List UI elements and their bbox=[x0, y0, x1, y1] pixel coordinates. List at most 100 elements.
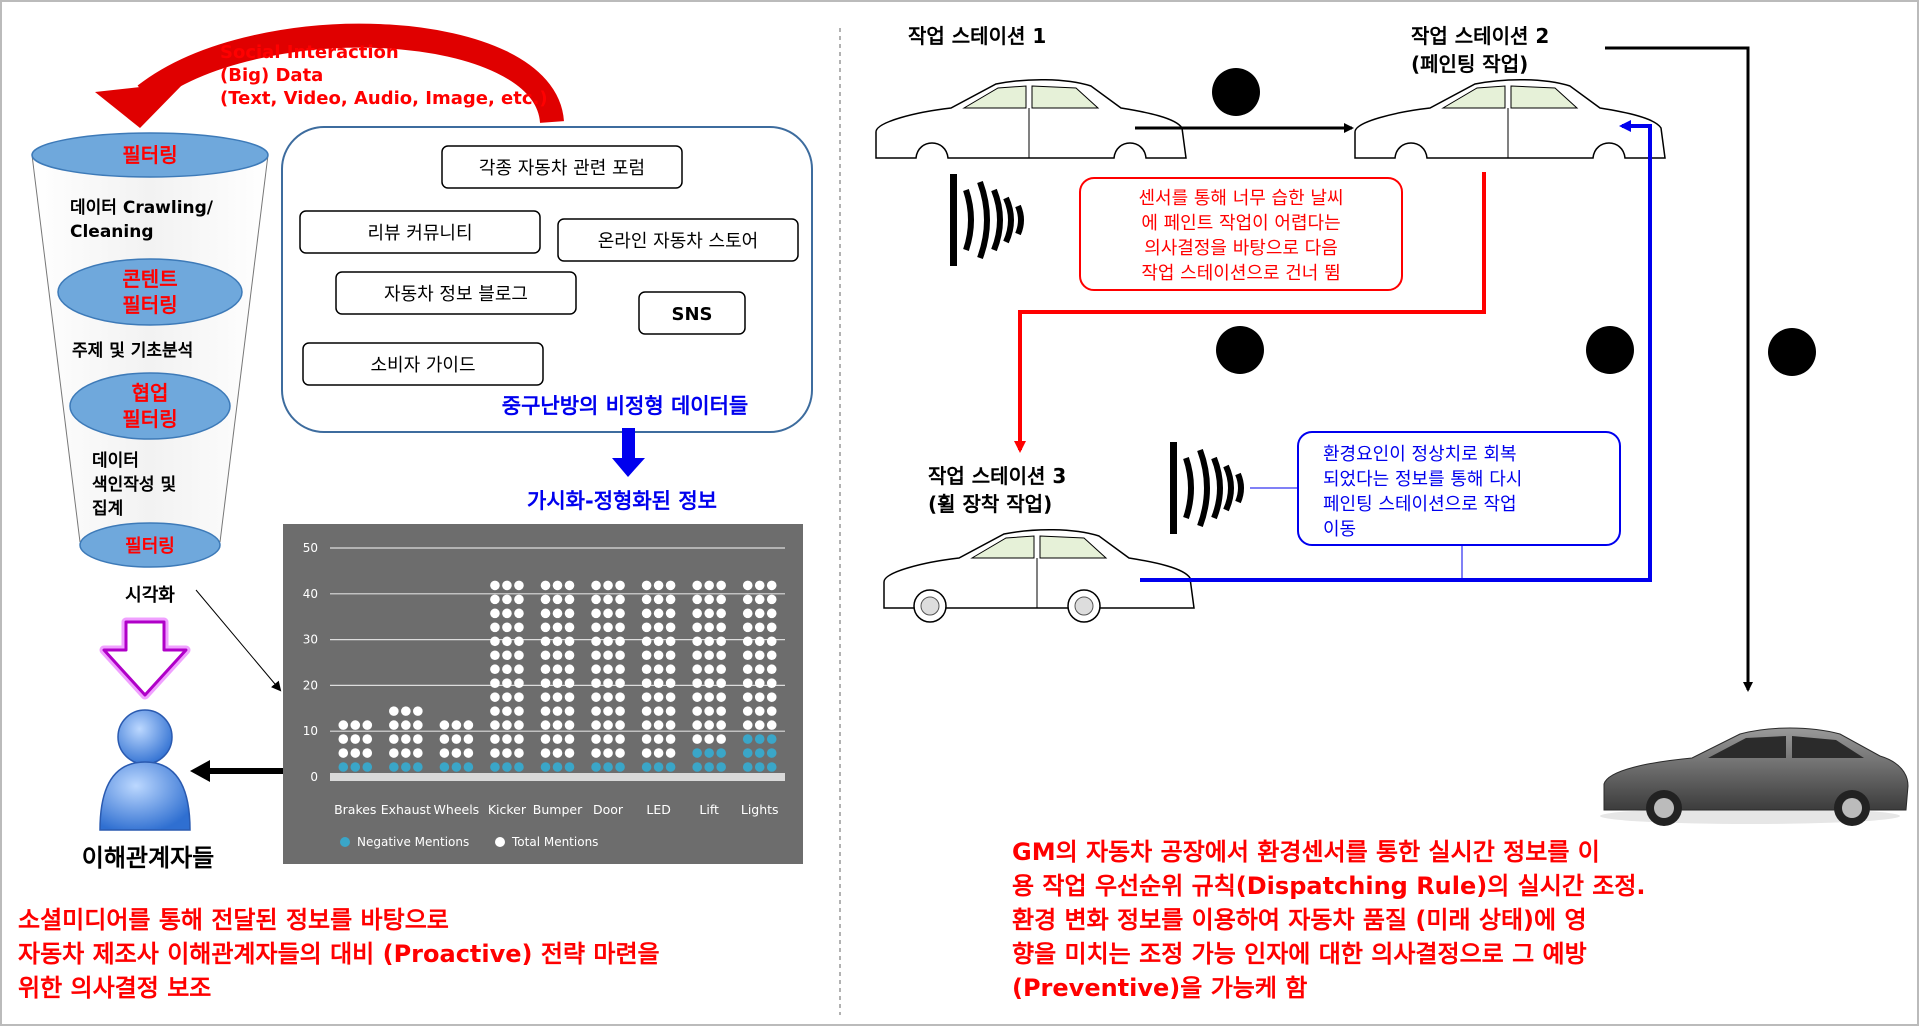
chart-dot-total bbox=[641, 650, 652, 661]
chart-dot-total bbox=[692, 706, 702, 716]
chart-dot-total bbox=[716, 706, 726, 716]
chart-dot-negative bbox=[754, 762, 765, 772]
chart-dot-total bbox=[641, 664, 652, 675]
chart-dot-total bbox=[350, 748, 361, 758]
funnel-stage-filtering-1 bbox=[31, 132, 269, 178]
source-blog-box bbox=[335, 271, 577, 315]
blue-down-arrow-shaft bbox=[622, 428, 635, 462]
chart-dot-total bbox=[615, 608, 625, 619]
chart-dot-total bbox=[502, 748, 512, 758]
chart-dot-total bbox=[514, 664, 524, 675]
visualize-connector bbox=[195, 589, 282, 692]
chart-dot-total bbox=[742, 692, 753, 702]
chart-dot-total bbox=[754, 622, 765, 633]
chart-dot-total bbox=[665, 636, 676, 647]
chart-dot-negative bbox=[704, 762, 714, 772]
chart-dot-total bbox=[704, 650, 714, 661]
chart-dot-total bbox=[591, 706, 601, 716]
chart-dot-total bbox=[502, 580, 512, 591]
chart-dot-total bbox=[615, 734, 625, 744]
chart-dot-total bbox=[742, 580, 753, 591]
flow-marker-dot-1 bbox=[1212, 68, 1260, 116]
funnel-edge-left bbox=[31, 154, 81, 543]
car-outline-station3 bbox=[883, 529, 1195, 623]
chart-dot-total bbox=[564, 748, 575, 758]
station1-label: 작업 스테이션 1 bbox=[908, 24, 1046, 48]
chart-dot-total bbox=[591, 594, 601, 605]
chart-dot-total bbox=[564, 594, 575, 605]
funnel-step2: 주제 및 기초분석 bbox=[72, 341, 193, 361]
flow-arrow-2-to-final bbox=[1605, 46, 1753, 692]
chart-to-stakeholder-arrowhead bbox=[190, 760, 210, 782]
chart-dot-total bbox=[692, 580, 702, 591]
chart-x-tick-label: Bumper bbox=[533, 802, 583, 817]
funnel-step3-line2: 색인작성 및 bbox=[92, 475, 176, 495]
chart-dot-total bbox=[665, 678, 676, 688]
sensor-note-red-box bbox=[1079, 177, 1403, 291]
chart-dot-total bbox=[591, 650, 601, 661]
chart-x-tick-label: Exhaust bbox=[381, 802, 431, 817]
chart-dot-total bbox=[490, 734, 500, 744]
funnel-stage3-line2: 필터링 bbox=[122, 407, 177, 431]
chart-dot-total bbox=[653, 664, 664, 675]
chart-dot-total bbox=[754, 650, 765, 661]
chart-dot-total bbox=[552, 692, 563, 702]
chart-dot-total bbox=[514, 734, 524, 744]
chart-x-tick-label: Lift bbox=[699, 802, 719, 817]
chart-dot-total bbox=[490, 692, 500, 702]
chart-dot-total bbox=[514, 720, 524, 730]
chart-dot-total bbox=[692, 720, 702, 730]
chart-dot-total bbox=[665, 748, 676, 758]
chart-dot-total bbox=[742, 720, 753, 730]
chart-dot-total bbox=[540, 748, 551, 758]
chart-dot-negative bbox=[413, 762, 423, 772]
chart-dot-total bbox=[704, 692, 714, 702]
chart-dot-total bbox=[603, 594, 613, 605]
chart-dot-total bbox=[552, 664, 563, 675]
blue-down-arrowhead bbox=[612, 458, 645, 477]
chart-dot-negative bbox=[490, 762, 500, 772]
chart-dot-total bbox=[665, 594, 676, 605]
chart-dot-total bbox=[615, 706, 625, 716]
chart-legend: Negative Mentions Total Mentions bbox=[340, 835, 598, 849]
chart-dot-negative bbox=[552, 762, 563, 772]
chart-dot-total bbox=[653, 706, 664, 716]
chart-dot-total bbox=[615, 664, 625, 675]
chart-dot-total bbox=[704, 622, 714, 633]
chart-dot-total bbox=[716, 720, 726, 730]
flow-arrow-return-to-station2 bbox=[1140, 120, 1652, 582]
chart-dot-total bbox=[490, 650, 500, 661]
chart-dot-total bbox=[716, 664, 726, 675]
chart-dot-total bbox=[490, 748, 500, 758]
chart-dot-total bbox=[362, 720, 373, 730]
chart-dot-total bbox=[564, 706, 575, 716]
chart-y-tick-label: 50 bbox=[303, 541, 318, 555]
chart-dot-total bbox=[552, 720, 563, 730]
chart-dot-total bbox=[641, 692, 652, 702]
chart-dot-total bbox=[653, 580, 664, 591]
chart-dot-total bbox=[552, 580, 563, 591]
chart-dot-total bbox=[502, 720, 512, 730]
chart-dot-total bbox=[540, 580, 551, 591]
chart-dot-total bbox=[692, 678, 702, 688]
chart-dot-total bbox=[653, 622, 664, 633]
chart-dot-total bbox=[665, 706, 676, 716]
chart-dot-total bbox=[603, 678, 613, 688]
chart-dot-total bbox=[502, 636, 512, 647]
sensor-note-blue-line3: 페인팅 스테이션으로 작업 bbox=[1323, 494, 1517, 515]
chart-dot-negative bbox=[591, 762, 601, 772]
left-summary-line2: 자동차 제조사 이해관계자들의 대비 (Proactive) 전략 마련을 bbox=[18, 940, 660, 968]
chart-dot-total bbox=[754, 720, 765, 730]
chart-dot-total bbox=[615, 594, 625, 605]
funnel-step1-line2: Cleaning bbox=[70, 222, 154, 242]
chart-dot-negative bbox=[742, 762, 753, 772]
funnel-step1-line1: 데이터 Crawling/ bbox=[70, 198, 214, 218]
chart-dot-negative bbox=[540, 762, 551, 772]
chart-dot-negative bbox=[615, 762, 625, 772]
chart-dot-total bbox=[540, 608, 551, 619]
legend-negative-swatch bbox=[340, 837, 350, 847]
source-blog-label: 자동차 정보 블로그 bbox=[384, 284, 528, 305]
chart-dot-total bbox=[591, 678, 601, 688]
